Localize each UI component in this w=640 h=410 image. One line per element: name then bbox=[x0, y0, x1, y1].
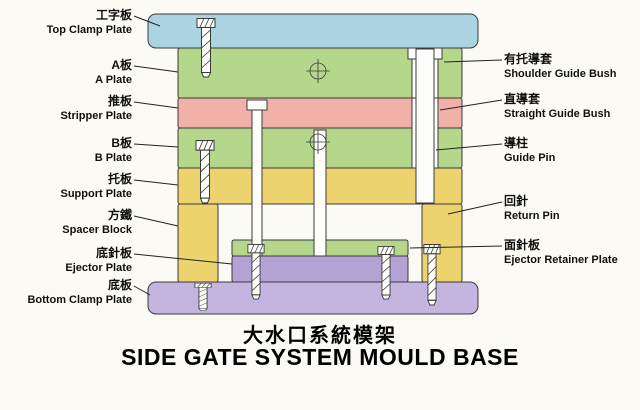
bottom-clamp-plate bbox=[147, 281, 479, 315]
label-en: Spacer Block bbox=[62, 224, 132, 236]
leader-support-plate bbox=[133, 179, 179, 186]
label-zh: 有托導套 bbox=[504, 52, 553, 66]
label-straight-guide-bush: 直導套 Straight Guide Bush bbox=[504, 92, 638, 121]
guide-hole-crosshair-b-plate bbox=[306, 130, 330, 154]
leader-stripper-plate bbox=[133, 101, 179, 109]
leader-b-plate bbox=[133, 143, 179, 148]
label-bottom-clamp-plate: 底板 Bottom Clamp Plate bbox=[4, 278, 132, 307]
label-en: Ejector Retainer Plate bbox=[504, 254, 618, 266]
return-pin bbox=[251, 109, 263, 257]
label-support-plate: 托板 Support Plate bbox=[4, 172, 132, 201]
label-en: A Plate bbox=[95, 74, 132, 86]
guide-pin bbox=[415, 48, 435, 204]
label-en: Top Clamp Plate bbox=[46, 24, 132, 36]
diagram-title-english: SIDE GATE SYSTEM MOULD BASE bbox=[121, 344, 519, 370]
leader-a-plate bbox=[133, 65, 179, 73]
label-zh: 工字板 bbox=[95, 8, 132, 22]
label-top-clamp-plate: 工字板 Top Clamp Plate bbox=[4, 8, 132, 37]
label-en: Stripper Plate bbox=[60, 110, 132, 122]
label-ejector-retainer-plate: 面針板 Ejector Retainer Plate bbox=[504, 238, 638, 267]
label-spacer-block: 方鐵 Spacer Block bbox=[4, 208, 132, 237]
label-en: B Plate bbox=[94, 152, 132, 164]
label-zh: 底板 bbox=[107, 278, 132, 292]
label-guide-pin: 導柱 Guide Pin bbox=[504, 136, 638, 165]
label-shoulder-guide-bush: 有托導套 Shoulder Guide Bush bbox=[504, 52, 638, 81]
leader-spacer-block bbox=[133, 215, 179, 227]
guide-hole-crosshair-a-plate bbox=[306, 59, 330, 83]
leader-bottom-clamp-plate bbox=[133, 285, 151, 296]
leader-shoulder-guide-bush bbox=[443, 59, 503, 63]
label-en: Support Plate bbox=[60, 188, 132, 200]
leader-straight-guide-bush bbox=[439, 99, 503, 111]
leader-top-clamp-plate bbox=[133, 15, 161, 27]
leader-ejector-retainer-plate bbox=[409, 245, 503, 249]
label-zh: 推板 bbox=[107, 94, 132, 108]
spacer-block-left bbox=[177, 203, 219, 283]
label-a-plate: A板 A Plate bbox=[4, 58, 132, 87]
leader-return-pin bbox=[447, 201, 503, 215]
label-en: Ejector Plate bbox=[65, 262, 132, 274]
label-en: Guide Pin bbox=[504, 152, 556, 164]
label-zh: 直導套 bbox=[504, 92, 541, 106]
label-ejector-plate: 底針板 Ejector Plate bbox=[4, 246, 132, 275]
diagram-title-chinese: 大水口系統模架 bbox=[243, 325, 397, 347]
leader-ejector-plate bbox=[133, 253, 233, 265]
label-zh: B板 bbox=[111, 136, 132, 150]
label-zh: 方鐵 bbox=[107, 208, 132, 222]
label-zh: 底針板 bbox=[95, 246, 132, 260]
return-pin-head bbox=[246, 99, 268, 111]
label-return-pin: 回針 Return Pin bbox=[504, 194, 638, 223]
label-zh: 導柱 bbox=[504, 136, 529, 150]
label-zh: 回針 bbox=[504, 194, 529, 208]
leader-guide-pin bbox=[435, 143, 503, 151]
label-en: Bottom Clamp Plate bbox=[27, 294, 132, 306]
label-zh: 面針板 bbox=[504, 238, 541, 252]
label-zh: 托板 bbox=[107, 172, 132, 186]
label-en: Straight Guide Bush bbox=[504, 108, 611, 120]
ejector-pin bbox=[313, 129, 327, 257]
label-en: Shoulder Guide Bush bbox=[504, 68, 617, 80]
label-en: Return Pin bbox=[504, 210, 560, 222]
label-zh: A板 bbox=[111, 58, 132, 72]
label-stripper-plate: 推板 Stripper Plate bbox=[4, 94, 132, 123]
label-b-plate: B板 B Plate bbox=[4, 136, 132, 165]
